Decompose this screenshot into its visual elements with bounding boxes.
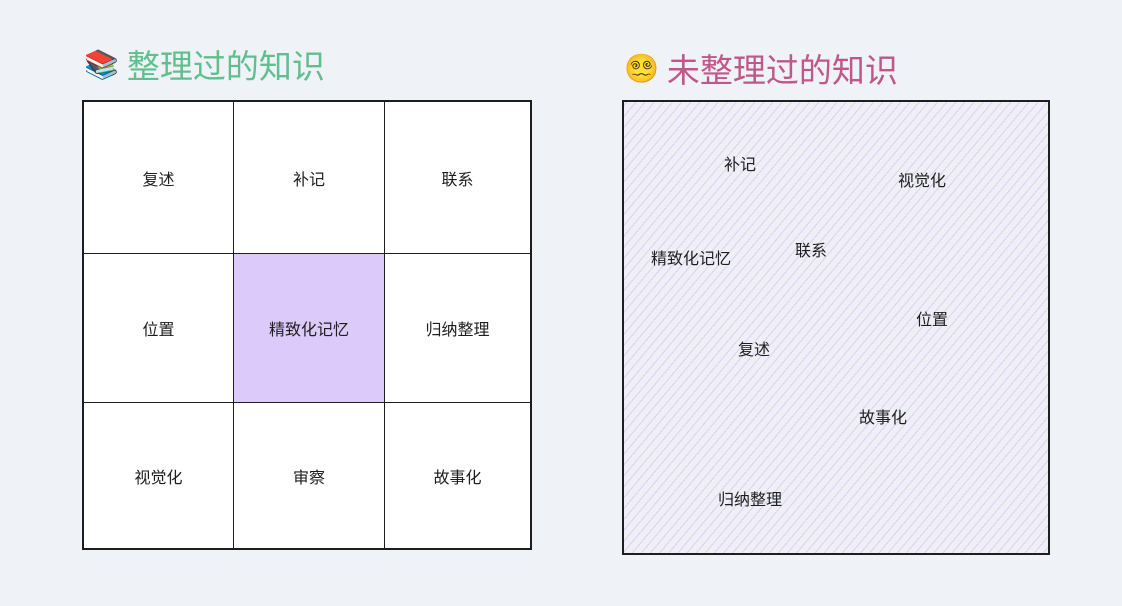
scattered-label: 归纳整理 xyxy=(718,490,783,509)
grid-cell: 视觉化 xyxy=(84,403,234,548)
scattered-label: 联系 xyxy=(795,241,828,260)
scattered-label: 位置 xyxy=(916,310,949,329)
scattered-label: 精致化记忆 xyxy=(651,249,732,268)
scattered-label: 补记 xyxy=(724,155,757,174)
scattered-label: 视觉化 xyxy=(898,171,947,190)
books-icon: 📚 xyxy=(84,47,119,81)
dizzy-face-icon: 😵‍💫 xyxy=(624,51,659,85)
unorganized-title: 😵‍💫 未整理过的知识 xyxy=(624,44,898,92)
grid-cell: 故事化 xyxy=(433,467,482,487)
grid-cell: 联系 xyxy=(385,102,530,254)
grid-cell: 归纳整理 xyxy=(385,254,530,403)
grid-cell-highlighted: 精致化记忆 xyxy=(234,254,385,403)
grid-cell: 位置 xyxy=(84,254,234,403)
grid-cell: 复述 xyxy=(84,102,234,254)
scattered-label: 故事化 xyxy=(859,408,908,427)
grid-cell: 补记 xyxy=(234,102,385,254)
unorganized-box xyxy=(622,100,1050,555)
scattered-label: 复述 xyxy=(738,340,771,359)
grid-cell: 审察 xyxy=(234,403,385,548)
organized-grid: 复述 补记 联系 位置 精致化记忆 归纳整理 视觉化 审察 故事化 xyxy=(82,100,532,550)
organized-title: 📚 整理过的知识 xyxy=(84,40,325,88)
unorganized-title-text: 未整理过的知识 xyxy=(666,51,898,90)
organized-title-text: 整理过的知识 xyxy=(126,47,325,86)
